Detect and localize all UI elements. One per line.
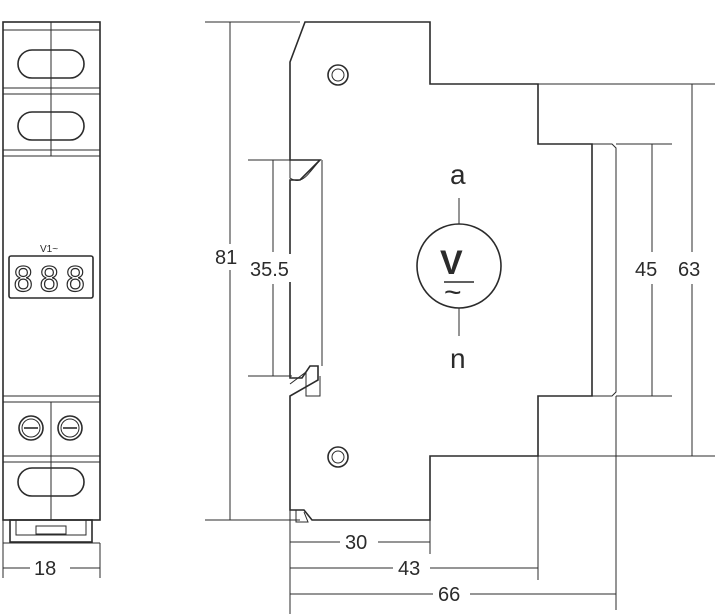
display-digit: 8 (13, 260, 33, 300)
terminal-slot-icon (17, 111, 85, 141)
dim-depth-total: 66 (438, 584, 460, 606)
clip-foot (295, 510, 309, 523)
rail-hook-bottom (289, 371, 321, 397)
mounting-hole-inner (331, 68, 345, 82)
led-display (8, 255, 94, 299)
dim-label-bg (248, 254, 298, 282)
din-clip (9, 519, 93, 543)
dim-body-height: 63 (678, 259, 700, 281)
side-view: a V ~ n 81 35.5 45 63 (205, 21, 715, 614)
dim-rail-height: 35.5 (250, 259, 289, 281)
terminal-slot-icon (17, 49, 85, 79)
terminal-slot-icon (17, 467, 85, 497)
screw-icon (57, 415, 83, 441)
dim-depth-2: 43 (398, 558, 420, 580)
dim-width-label: 18 (34, 558, 56, 580)
front-view: V1~ 8 8 8 18 (2, 21, 101, 580)
screw-icon-inner (21, 418, 41, 438)
rail-hook-top (289, 159, 321, 181)
terminal-a-label: a (450, 159, 466, 190)
din-clip-inner (15, 520, 87, 536)
mounting-hole-inner (331, 450, 345, 464)
dim-height-total: 81 (215, 247, 237, 269)
din-clip-latch (35, 525, 67, 535)
screw-icon-inner (60, 418, 80, 438)
display-digit: 8 (65, 260, 85, 300)
dim-depth-1: 30 (345, 532, 367, 554)
display-digit: 8 (39, 260, 59, 300)
mounting-hole-icon (327, 64, 349, 86)
mounting-hole-icon (327, 446, 349, 468)
dim-inner-height: 45 (635, 259, 657, 281)
voltmeter-wave: ~ (444, 276, 462, 309)
voltmeter-letter: V (440, 244, 463, 282)
screw-icon (18, 415, 44, 441)
front-face (592, 143, 617, 397)
display-label: V1~ (40, 244, 58, 255)
side-body-outline (289, 21, 593, 521)
terminal-n-label: n (450, 343, 466, 374)
